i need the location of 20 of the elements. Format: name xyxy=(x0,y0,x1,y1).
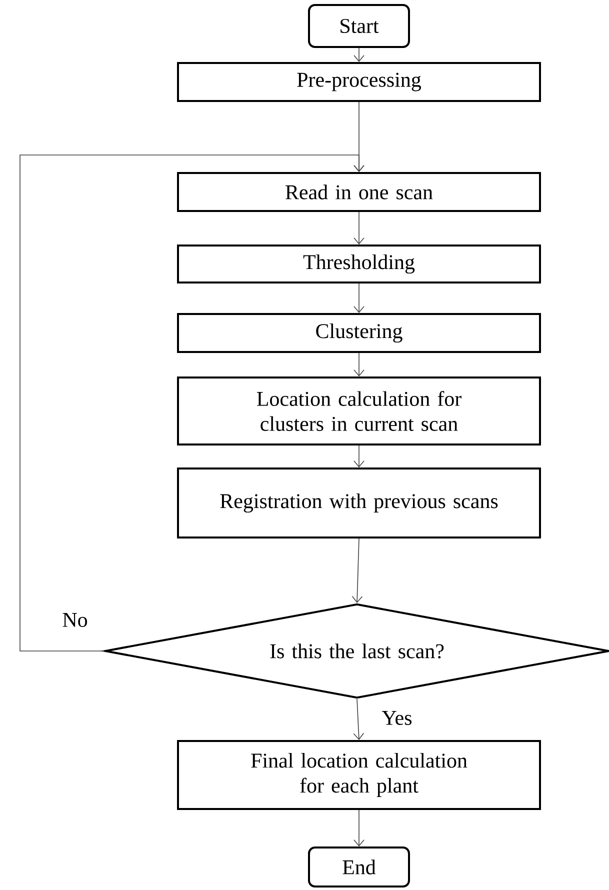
terminal-box: Start xyxy=(308,4,410,48)
process-box: Final location calculation for each plant xyxy=(177,740,541,810)
arrow xyxy=(354,283,364,313)
process-box: Read in one scan xyxy=(177,172,541,212)
arrow xyxy=(354,48,364,62)
terminal-box: End xyxy=(308,846,410,888)
arrow xyxy=(354,810,364,846)
arrow xyxy=(353,698,364,740)
arrow xyxy=(20,154,364,652)
edge-label: Yes xyxy=(380,710,414,726)
arrow xyxy=(352,538,363,603)
arrow xyxy=(354,445,364,468)
process-box: Pre-processing xyxy=(177,62,541,102)
process-box: Location calculation for clusters in current scan xyxy=(177,376,541,446)
process-box: Registration with previous scans xyxy=(177,468,541,538)
process-box: Clustering xyxy=(177,313,541,353)
arrow xyxy=(354,212,364,244)
arrow xyxy=(354,352,364,376)
edge-label: No xyxy=(61,612,89,628)
process-box: Thresholding xyxy=(177,244,541,284)
